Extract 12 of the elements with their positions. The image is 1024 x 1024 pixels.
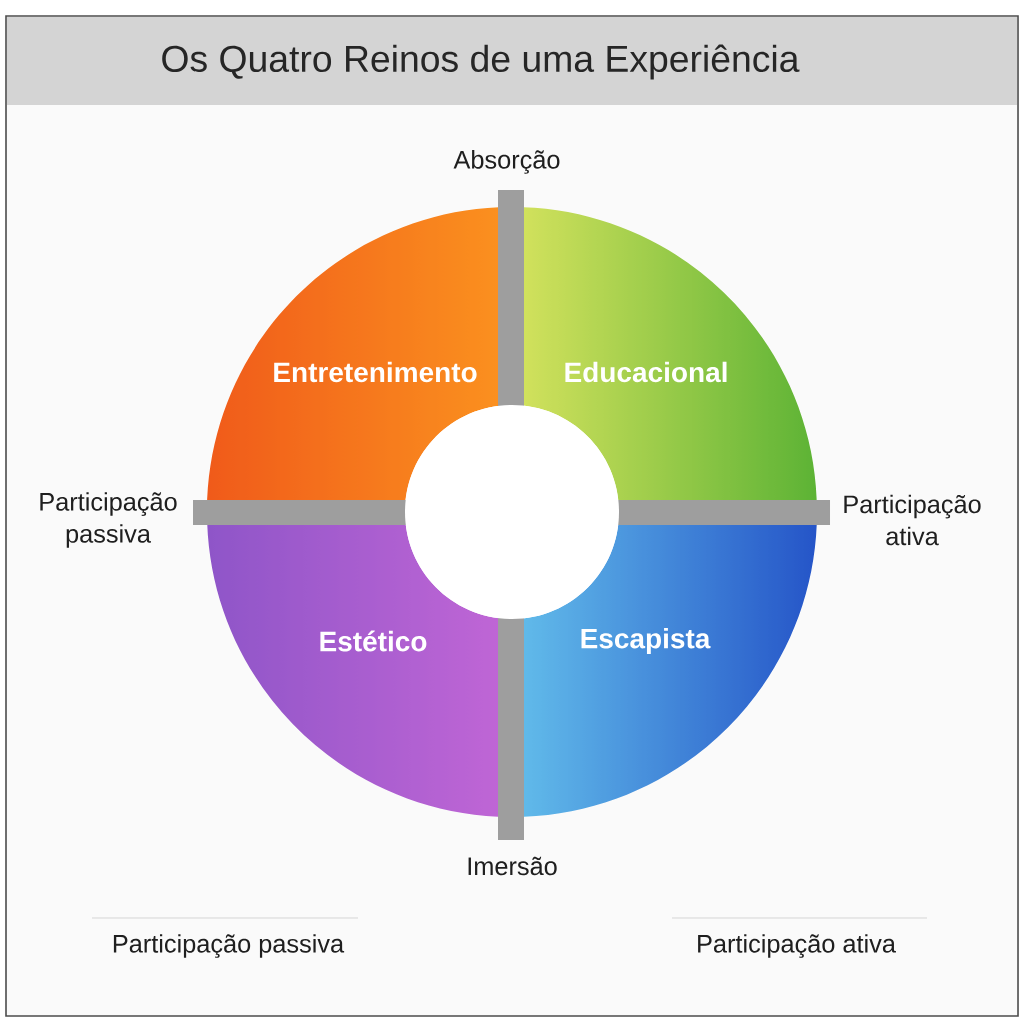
axis-label: Participação ativa	[844, 494, 981, 546]
axis-label: Participação passiva	[113, 934, 345, 958]
quadrant-sector: Estético	[320, 630, 427, 652]
title-band: Os Quatro Reinos de uma Experiência	[7, 17, 1017, 105]
axis-label: Participação passiva	[40, 492, 177, 548]
axis-label: Imersão	[468, 856, 557, 876]
quadrant-sector: Entretenimento	[274, 361, 477, 383]
center-circle	[405, 405, 619, 619]
quadrant-sector: Educacional	[565, 361, 727, 383]
axis-label: Participação ativa	[698, 934, 896, 958]
axis-label: Absorção	[453, 150, 560, 174]
quadrant-sector: Escapista	[581, 627, 711, 655]
